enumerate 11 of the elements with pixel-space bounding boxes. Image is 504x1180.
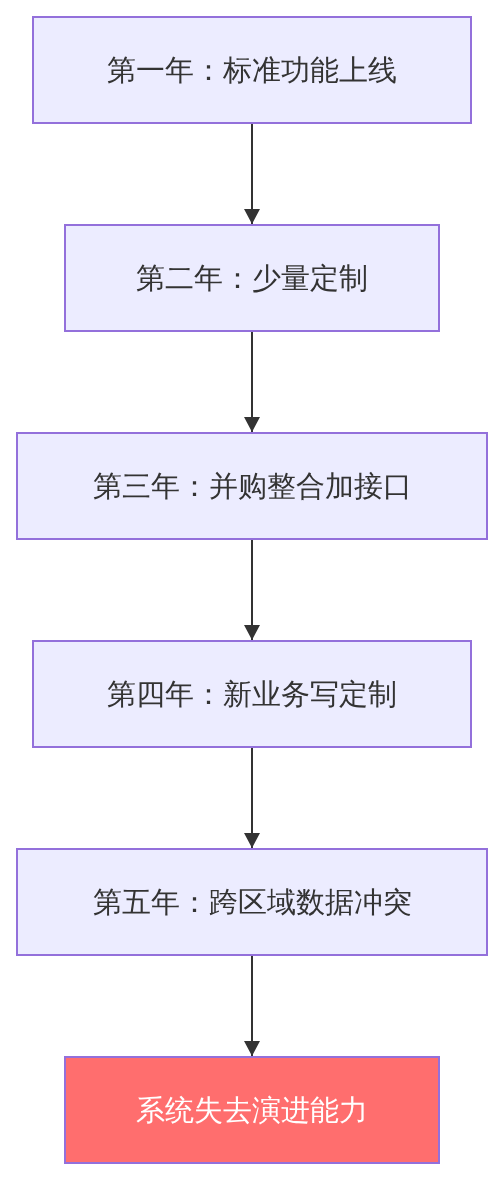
process-box: 第一年：标准功能上线 — [32, 16, 472, 124]
arrow — [244, 955, 260, 1057]
process-box: 第三年：并购整合加接口 — [16, 432, 488, 540]
process-box: 第四年：新业务写定制 — [32, 640, 472, 748]
arrow — [244, 123, 260, 225]
outcome-box: 系统失去演进能力 — [64, 1056, 440, 1164]
process-box: 第五年：跨区域数据冲突 — [16, 848, 488, 956]
process-box: 第二年：少量定制 — [64, 224, 440, 332]
arrow — [244, 539, 260, 641]
arrow — [244, 331, 260, 433]
arrow — [244, 747, 260, 849]
